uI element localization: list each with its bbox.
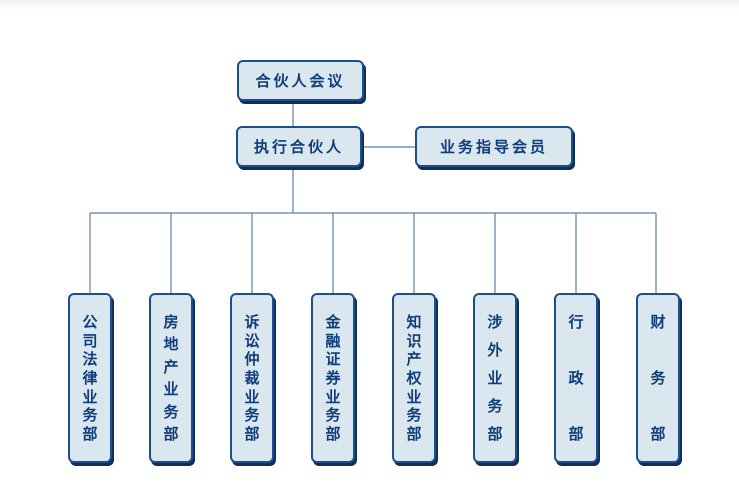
dept-label-char: 业: [487, 369, 503, 387]
dept-label-char: 外: [487, 341, 503, 359]
dept-label-char: 产: [163, 357, 179, 376]
dept-label-char: 财: [650, 313, 666, 331]
top-band: [0, 0, 739, 10]
dept-label-char: 行: [568, 313, 584, 331]
dept-intellectual-property: 知识产权业务部: [392, 293, 436, 463]
dept-administration: 行政部: [554, 293, 598, 463]
dept-label: 行政部: [568, 313, 583, 443]
dept-label-char: 产: [406, 350, 422, 369]
dept-label-char: 诉: [244, 313, 260, 331]
dept-label-char: 权: [406, 368, 422, 387]
dept-label: 公司法律业务部: [82, 313, 97, 443]
dept-label-char: 知: [406, 313, 422, 331]
dept-label-char: 部: [82, 424, 98, 443]
dept-label: 诉讼仲裁业务部: [244, 313, 259, 443]
dept-label-char: 涉: [487, 313, 503, 331]
dept-label-char: 部: [487, 425, 503, 443]
dept-label-char: 务: [244, 406, 260, 425]
dept-label-char: 识: [406, 331, 422, 350]
dept-label-char: 公: [82, 313, 98, 331]
dept-label-char: 务: [163, 402, 179, 421]
dept-label-char: 务: [325, 406, 341, 425]
dept-label-char: 务: [406, 406, 422, 425]
dept-corporate-law: 公司法律业务部: [68, 293, 112, 463]
dept-real-estate: 房地产业务部: [149, 293, 193, 463]
dept-label-char: 地: [163, 335, 179, 354]
dept-label-char: 证: [325, 350, 341, 369]
dept-label-char: 部: [244, 424, 260, 443]
node-partners-meeting: 合伙人会议: [237, 60, 364, 101]
dept-finance: 财务部: [636, 293, 680, 463]
dept-label: 涉外业务部: [487, 313, 502, 443]
dept-label-char: 金: [325, 313, 341, 331]
dept-label-char: 务: [82, 406, 98, 425]
dept-label-char: 裁: [244, 368, 260, 387]
dept-label-char: 业: [82, 387, 98, 406]
dept-finance-securities: 金融证券业务部: [311, 293, 355, 463]
dept-label-char: 券: [325, 368, 341, 387]
dept-label-char: 务: [650, 369, 666, 387]
dept-label-char: 司: [82, 331, 98, 350]
node-advisory-members-label: 业务指导会员: [439, 138, 548, 156]
dept-label-char: 部: [568, 425, 584, 443]
dept-label-char: 业: [244, 387, 260, 406]
dept-label-char: 仲: [244, 350, 260, 369]
dept-label-char: 讼: [244, 331, 260, 350]
dept-label-char: 部: [650, 425, 666, 443]
dept-label-char: 部: [325, 424, 341, 443]
dept-label-char: 法: [82, 350, 98, 369]
node-partners-meeting-label: 合伙人会议: [255, 72, 346, 90]
dept-label-char: 政: [568, 369, 584, 387]
dept-label: 财务部: [650, 313, 665, 443]
dept-litigation-arbitration: 诉讼仲裁业务部: [230, 293, 274, 463]
dept-label-char: 融: [325, 331, 341, 350]
dept-label: 知识产权业务部: [406, 313, 421, 443]
dept-label: 金融证券业务部: [325, 313, 340, 443]
dept-foreign-affairs: 涉外业务部: [473, 293, 517, 463]
dept-label-char: 部: [406, 424, 422, 443]
node-advisory-members: 业务指导会员: [415, 126, 573, 167]
dept-label-char: 业: [325, 387, 341, 406]
node-executive-partner: 执行合伙人: [236, 126, 362, 167]
dept-label-char: 律: [82, 368, 98, 387]
dept-label: 房地产业务部: [163, 313, 178, 443]
node-executive-partner-label: 执行合伙人: [253, 138, 344, 156]
dept-label-char: 部: [163, 424, 179, 443]
dept-label-char: 务: [487, 397, 503, 415]
dept-label-char: 房: [163, 313, 179, 331]
dept-label-char: 业: [406, 387, 422, 406]
dept-label-char: 业: [163, 380, 179, 399]
